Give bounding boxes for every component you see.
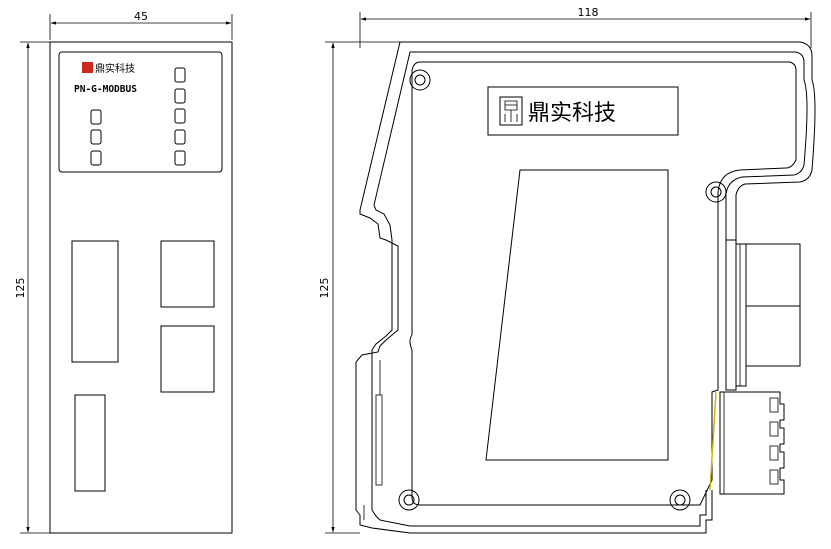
front-model-text: PN-G-MODBUS [74,84,137,95]
side-height-label: 125 [318,278,331,299]
led-right-1 [174,67,186,83]
side-housing-outline [355,41,816,534]
led-right-5 [174,150,186,166]
screw-top-left [409,69,431,91]
side-logo-icon [499,96,523,126]
led-right-4 [174,129,186,145]
front-label-panel [58,51,223,173]
front-logo-icon [82,62,93,73]
front-brand-text: 鼎实科技 [95,62,135,75]
front-height-label: 125 [14,278,27,299]
led-right-2 [174,88,186,104]
side-brand-box [487,86,679,136]
side-brand-text: 鼎实科技 [528,101,616,126]
front-port-upper-right [160,240,215,308]
front-width-label: 45 [134,10,148,23]
screw-bottom-right [669,489,691,511]
led-left-2 [90,129,102,145]
side-label-window [485,169,669,461]
side-width-label: 118 [578,6,599,19]
front-body-outline [49,41,233,534]
led-right-3 [174,108,186,124]
front-port-tall [71,240,119,363]
front-port-lower-right [160,325,215,393]
side-terminal-block [709,391,785,495]
side-housing-inner [371,51,808,527]
screw-mid-right [705,181,727,203]
front-view: 45 125 鼎实科技 PN-G-MODBUS [14,10,233,534]
side-view: 118 125 鼎实科技 [318,6,816,534]
side-raised-panel [409,61,797,506]
led-left-3 [90,150,102,166]
screw-bottom-left [398,489,420,511]
front-port-bottom [74,394,106,492]
side-din-clip [363,360,383,520]
side-connector-upper [725,239,801,391]
led-left-1 [90,109,102,125]
